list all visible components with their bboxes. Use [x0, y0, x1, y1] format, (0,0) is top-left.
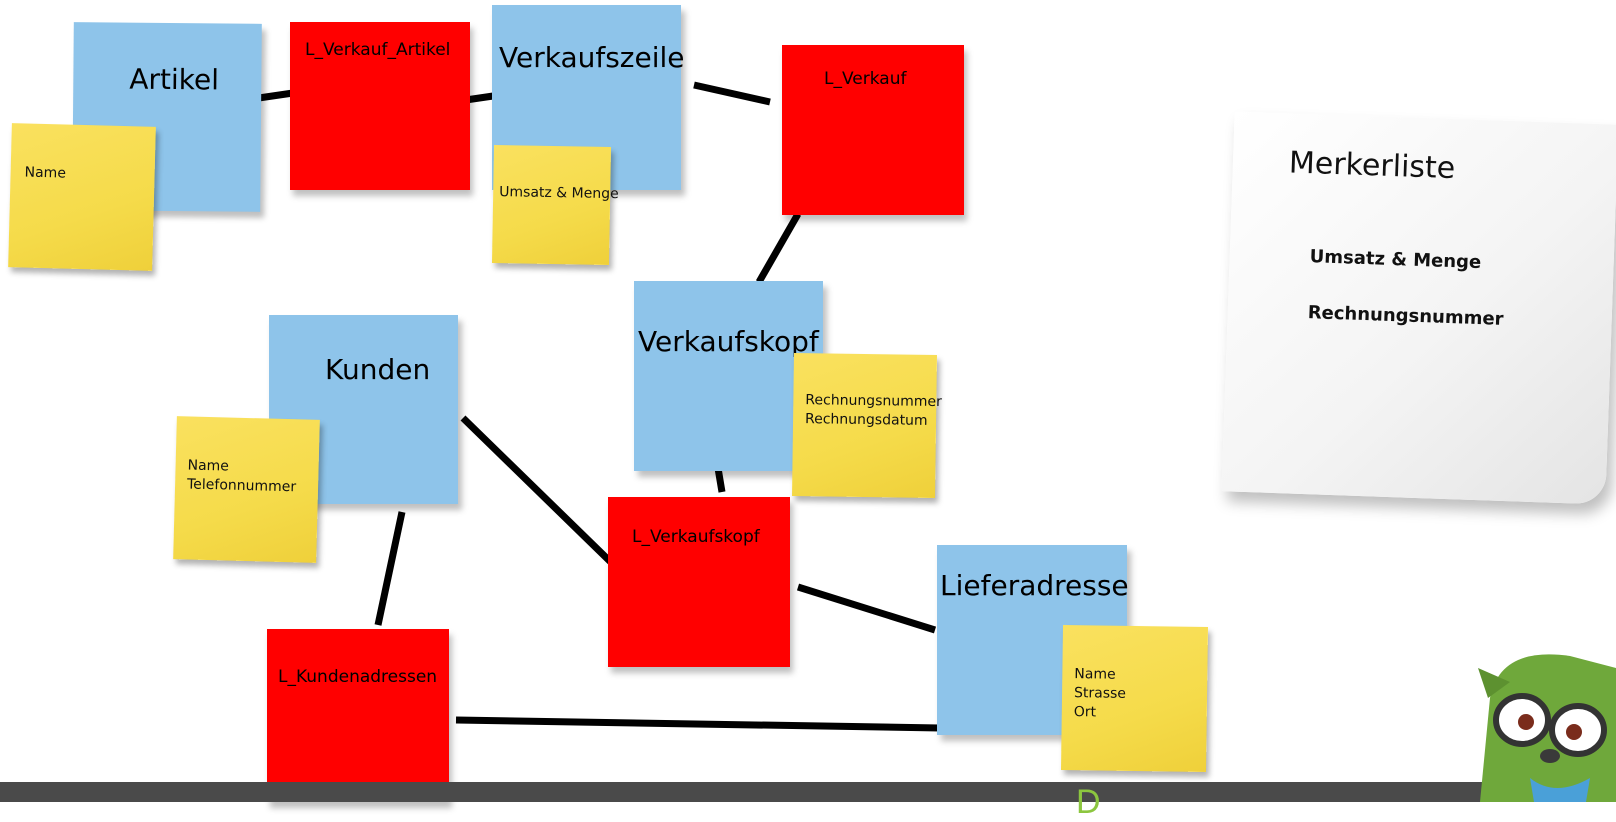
connector-kunden-lverkaufskopf — [460, 415, 626, 577]
entity-artikel-title: Artikel — [129, 62, 220, 97]
attribute-note-kunden[interactable]: Name Telefonnummer — [173, 416, 320, 563]
entity-kunden-title: Kunden — [325, 353, 431, 386]
connector-lverkaufskopf-lieferadresse — [796, 583, 937, 634]
connector-verkaufszeile-lverkauf — [693, 81, 771, 106]
footer-bar — [0, 782, 1616, 802]
link-l-kundenadressen[interactable]: L_Kundenadressen — [267, 629, 449, 802]
link-l-verkauf-title: L_Verkauf — [824, 69, 907, 89]
attribute-verkaufszeile-umsatz-menge: Umsatz & Menge — [499, 184, 619, 203]
entity-verkaufszeile-title: Verkaufszeile — [499, 41, 685, 74]
footer-text: D — [1076, 783, 1101, 821]
entity-verkaufskopf-title: Verkaufskopf — [638, 325, 819, 358]
attribute-lieferadresse-strasse: Strasse — [1073, 685, 1127, 702]
connector-kunden-lkundenadressen — [374, 511, 406, 626]
link-l-verkaufskopf-title: L_Verkaufskopf — [632, 527, 760, 547]
attribute-note-verkaufskopf[interactable]: Rechnungsnummer Rechnungsdatum — [792, 353, 942, 498]
attribute-verkaufskopf-rechnungsnummer: Rechnungsnummer — [805, 392, 942, 411]
entity-lieferadresse-title: Lieferadresse — [940, 569, 1129, 602]
attribute-kunden-telefonnummer: Telefonnummer — [186, 476, 297, 496]
attribute-note-lieferadresse[interactable]: Name Strasse Ort — [1060, 624, 1209, 773]
merkerliste-title: Merkerliste — [1288, 145, 1456, 187]
link-l-verkauf-artikel[interactable]: L_Verkauf_Artikel — [290, 22, 470, 190]
merkerliste-item: Rechnungsnummer — [1307, 302, 1504, 330]
link-l-kundenadressen-title: L_Kundenadressen — [278, 667, 438, 687]
attribute-note-artikel[interactable]: Name — [8, 123, 156, 271]
attribute-note-verkaufszeile[interactable]: Umsatz & Menge — [491, 144, 619, 266]
connector-lkundenadressen-lieferadresse — [455, 716, 941, 732]
attribute-verkaufskopf-rechnungsdatum: Rechnungsdatum — [804, 411, 928, 429]
attribute-lieferadresse-name: Name — [1074, 666, 1116, 683]
merkerliste-item: Umsatz & Menge — [1309, 246, 1482, 274]
connector-lines — [244, 81, 941, 732]
merkerliste-panel: Merkerliste Umsatz & Menge Rechnungsnumm… — [1221, 111, 1616, 505]
entity-verkaufskopf[interactable]: Verkaufskopf — [634, 281, 823, 471]
link-l-verkauf-artikel-title: L_Verkauf_Artikel — [305, 40, 451, 60]
attribute-lieferadresse-ort: Ort — [1073, 704, 1097, 721]
green-monster-with-glasses-icon — [1478, 654, 1616, 802]
link-l-verkaufskopf[interactable]: L_Verkaufskopf — [608, 497, 790, 667]
attribute-artikel-name: Name — [24, 164, 67, 182]
link-l-verkauf[interactable]: L_Verkauf — [782, 45, 964, 215]
connector-lverkauf-verkaufskopf — [755, 212, 802, 284]
